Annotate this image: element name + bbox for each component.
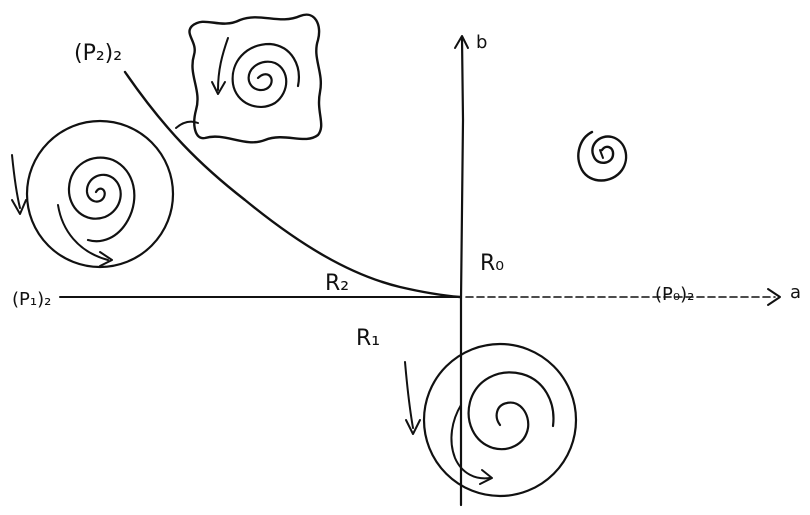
b-axis-arrow-icon <box>454 35 469 49</box>
left-spiral-phase-portrait <box>11 119 175 269</box>
arrow-icon <box>99 251 113 267</box>
arrow-icon <box>405 419 421 435</box>
lower-spiral-phase-portrait <box>404 342 578 498</box>
curve-to-box-connector <box>175 120 199 129</box>
p1-label: (P₁)₂ <box>12 289 51 310</box>
b-axis-label: b <box>476 32 487 53</box>
vertical-axis <box>454 35 469 507</box>
arrow-icon <box>11 199 27 215</box>
p2-label: (P₂)₂ <box>74 41 122 66</box>
arrow-icon <box>211 81 226 95</box>
small-spiral-phase-portrait <box>577 130 628 182</box>
bifurcation-curve <box>123 70 462 299</box>
a-axis-arrow-icon <box>767 288 781 306</box>
r1-label: R₁ <box>356 326 380 351</box>
a-axis-label: a <box>790 282 801 303</box>
horizontal-axis <box>59 288 781 306</box>
arrow-icon <box>479 469 493 485</box>
r2-label: R₂ <box>325 271 349 296</box>
r0-label: R₀ <box>480 251 504 276</box>
p0-label: (P₀)₂ <box>655 284 694 305</box>
wavy-box-phase-portrait <box>188 13 323 144</box>
